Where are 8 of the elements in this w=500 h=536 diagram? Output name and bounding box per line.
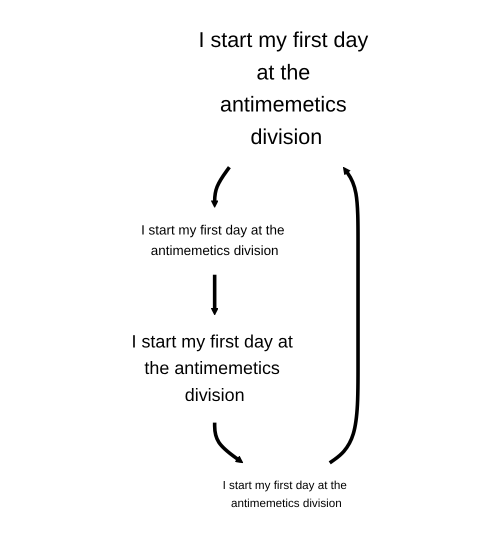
node-text: I start my first day at the antimemetics division xyxy=(140,222,284,258)
node-text: I start my first day at the antimemetics division xyxy=(198,28,368,150)
node-text: I start my first day at the antimemetics division xyxy=(222,478,346,510)
arrow xyxy=(210,166,230,208)
arrow xyxy=(212,422,243,464)
arrow xyxy=(210,274,218,316)
arrow xyxy=(328,166,360,464)
node-text: I start my first day at the antimemetics division xyxy=(130,332,292,406)
